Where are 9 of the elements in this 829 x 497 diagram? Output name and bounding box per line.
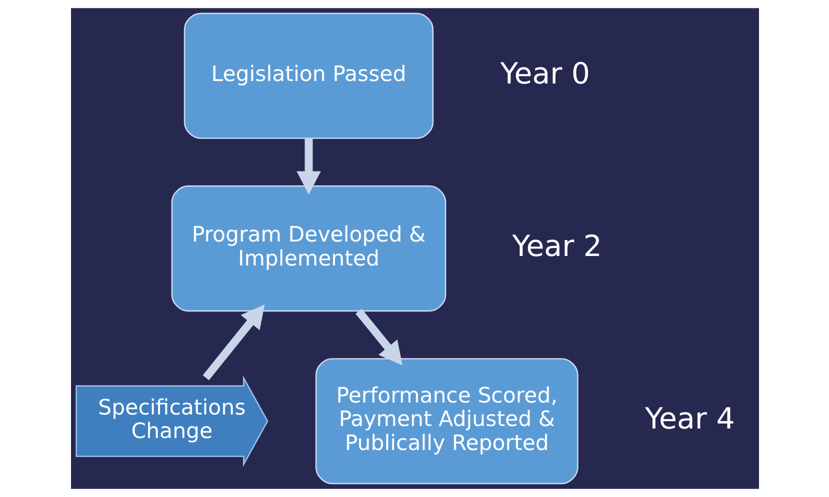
node-box: Program Developed & Implemented (170, 185, 446, 312)
node-box: Legislation Passed (183, 12, 434, 139)
arrow (202, 304, 264, 380)
arrow (296, 138, 320, 194)
node-label: Year 0 (500, 56, 590, 90)
node-label: Year 2 (512, 228, 602, 263)
node-label: Year 4 (644, 402, 734, 436)
arrow (355, 308, 402, 366)
node-box: Performance Scored, Payment Adjusted & Publically Reported (314, 358, 578, 484)
